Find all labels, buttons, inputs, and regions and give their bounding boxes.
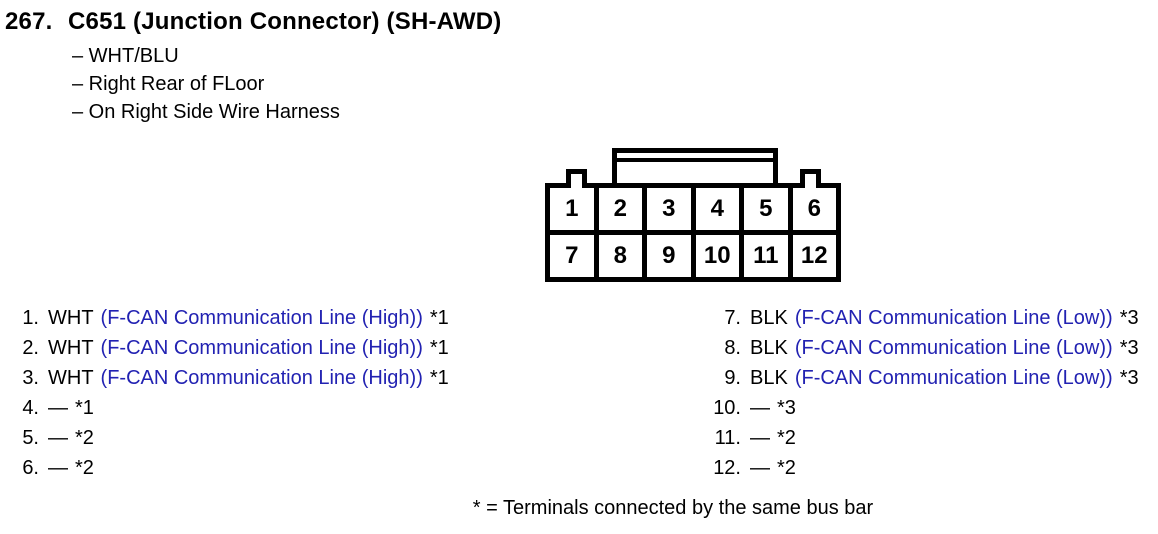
- pin-function: (F-CAN Communication Line (Low)): [794, 307, 1113, 329]
- pin-row-12: 12. — *2: [699, 453, 1139, 483]
- pin-note: *3: [1119, 307, 1139, 329]
- pin-row-11: 11. — *2: [699, 423, 1139, 453]
- pin-cell-11: 11: [744, 235, 788, 277]
- page-title: 267. C651 (Junction Connector) (SH-AWD): [5, 8, 501, 36]
- connector-notch-right: [800, 169, 821, 188]
- pin-row-5: 5. — *2: [3, 423, 449, 453]
- pin-note: *1: [75, 397, 94, 419]
- pin-wire: WHT: [48, 337, 94, 359]
- pin-row-4: 4. — *1: [3, 393, 449, 423]
- pin-cell-9: 9: [647, 235, 691, 277]
- pin-note: *1: [429, 307, 449, 329]
- pin-note: *2: [75, 427, 94, 449]
- pin-number: 7.: [724, 307, 741, 329]
- pin-function: (F-CAN Communication Line (High)): [100, 367, 423, 389]
- pin-cell-6: 6: [792, 188, 836, 230]
- pin-number: 3.: [22, 367, 39, 389]
- pin-wire: BLK: [750, 307, 788, 329]
- pin-row-8: 8. BLK (F-CAN Communication Line (Low)) …: [699, 333, 1139, 363]
- pin-number: 11.: [714, 427, 741, 449]
- pin-wire: BLK: [750, 337, 788, 359]
- pin-row-1: 1. WHT (F-CAN Communication Line (High))…: [3, 303, 449, 333]
- pin-function: (F-CAN Communication Line (Low)): [794, 367, 1113, 389]
- pin-wire: WHT: [48, 307, 94, 329]
- pin-note: *1: [429, 367, 449, 389]
- pin-list-right: 7. BLK (F-CAN Communication Line (Low)) …: [699, 303, 1139, 483]
- pin-wire: —: [750, 397, 770, 419]
- connector-title: C651 (Junction Connector) (SH-AWD): [68, 8, 502, 35]
- pin-row-6: 6. — *2: [3, 453, 449, 483]
- pin-note: *1: [429, 337, 449, 359]
- pin-number: 10.: [713, 397, 741, 419]
- pin-cell-2: 2: [598, 188, 642, 230]
- pin-cell-12: 12: [792, 235, 836, 277]
- detail-location: – Right Rear of FLoor: [72, 73, 265, 95]
- pin-number: 6.: [22, 457, 39, 479]
- pin-note: *3: [1119, 367, 1139, 389]
- pin-note: *2: [777, 457, 796, 479]
- connector-latch-strip: [617, 153, 773, 162]
- pin-number: 5.: [22, 427, 39, 449]
- pin-wire: —: [48, 457, 68, 479]
- pin-number: 4.: [22, 397, 39, 419]
- connector-details: – WHT/BLU – Right Rear of FLoor – On Rig…: [72, 42, 340, 126]
- pin-cell-7: 7: [550, 235, 594, 277]
- pin-row-9: 9. BLK (F-CAN Communication Line (Low)) …: [699, 363, 1139, 393]
- pin-number: 12.: [713, 457, 741, 479]
- pin-wire: BLK: [750, 367, 788, 389]
- pin-cell-8: 8: [598, 235, 642, 277]
- pin-cell-1: 1: [550, 188, 594, 230]
- pin-number: 9.: [724, 367, 741, 389]
- pin-wire: —: [750, 457, 770, 479]
- pin-cell-5: 5: [744, 188, 788, 230]
- bus-bar-footnote: * = Terminals connected by the same bus …: [472, 497, 874, 519]
- connector-diagram: 1 2 3 4 5 6 7 8 9 10 11 12: [545, 183, 841, 282]
- pin-function: (F-CAN Communication Line (High)): [100, 307, 423, 329]
- pin-cell-10: 10: [695, 235, 739, 277]
- pin-row-2: 2. WHT (F-CAN Communication Line (High))…: [3, 333, 449, 363]
- detail-harness: – On Right Side Wire Harness: [72, 101, 340, 123]
- pin-row-7: 7. BLK (F-CAN Communication Line (Low)) …: [699, 303, 1139, 333]
- pin-number: 1.: [22, 307, 39, 329]
- item-number: 267.: [5, 8, 53, 35]
- pin-note: *2: [75, 457, 94, 479]
- pin-wire: WHT: [48, 367, 94, 389]
- pin-row-3: 3. WHT (F-CAN Communication Line (High))…: [3, 363, 449, 393]
- pin-note: *3: [777, 397, 796, 419]
- detail-wire-color: – WHT/BLU: [72, 45, 179, 67]
- pin-cell-4: 4: [695, 188, 739, 230]
- pin-wire: —: [48, 427, 68, 449]
- pin-number: 8.: [724, 337, 741, 359]
- pin-note: *2: [777, 427, 796, 449]
- pin-list-left: 1. WHT (F-CAN Communication Line (High))…: [3, 303, 449, 483]
- pin-cell-3: 3: [647, 188, 691, 230]
- connector-notch-left: [566, 169, 587, 188]
- pin-function: (F-CAN Communication Line (High)): [100, 337, 423, 359]
- pin-wire: —: [48, 397, 68, 419]
- pin-note: *3: [1119, 337, 1139, 359]
- pin-row-10: 10. — *3: [699, 393, 1139, 423]
- connector-latch-tab: [612, 148, 778, 183]
- pin-number: 2.: [22, 337, 39, 359]
- pin-function: (F-CAN Communication Line (Low)): [794, 337, 1113, 359]
- pin-wire: —: [750, 427, 770, 449]
